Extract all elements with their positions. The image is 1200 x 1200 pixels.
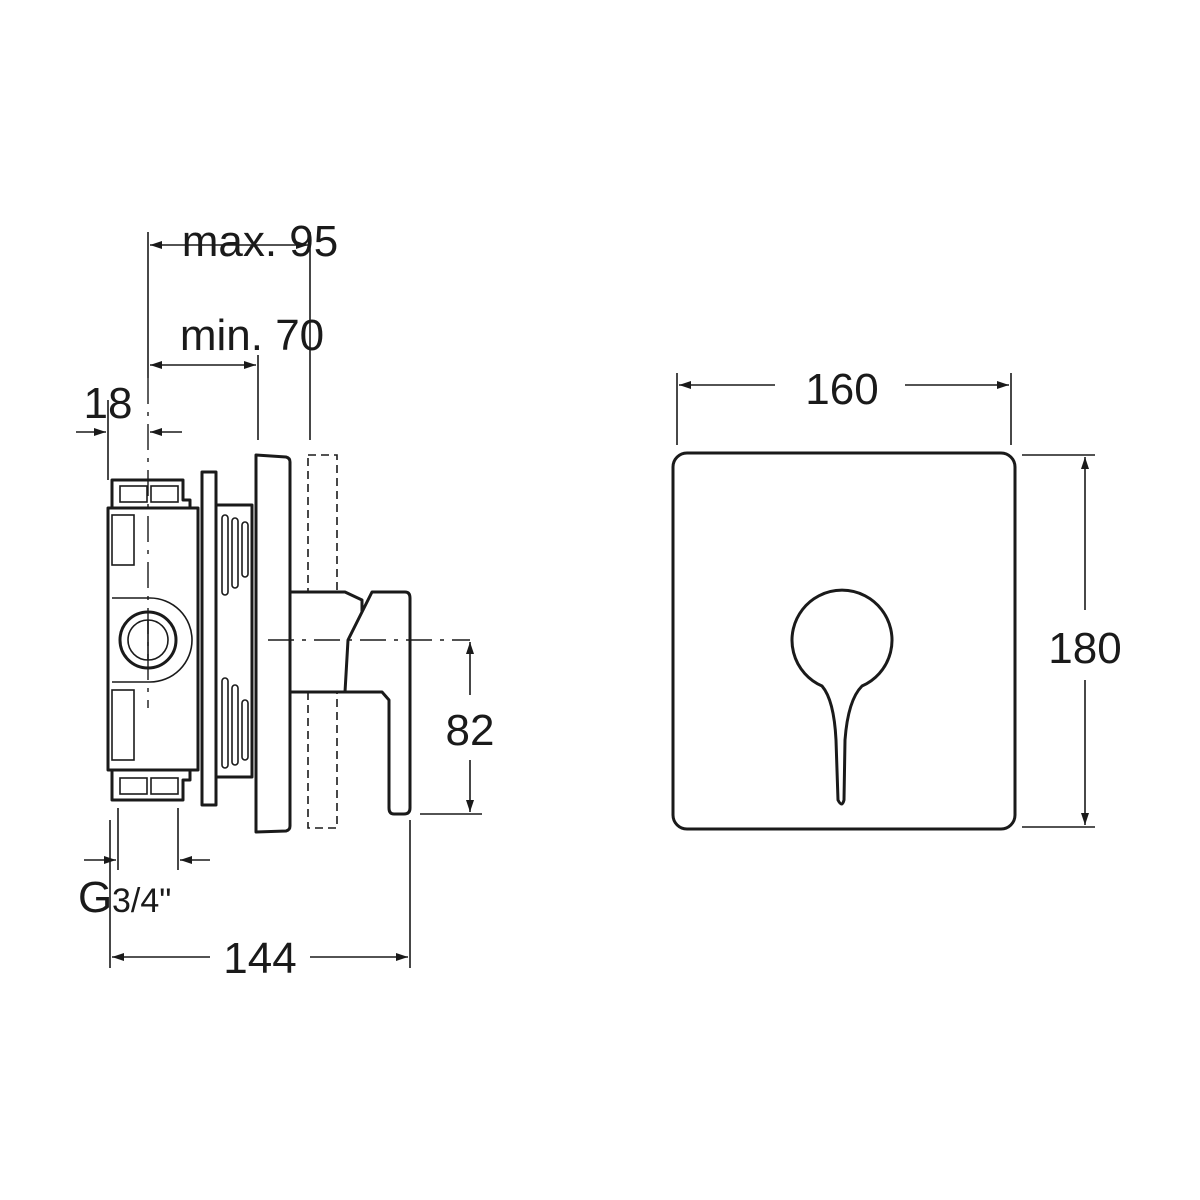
cover-plate-side <box>254 453 292 834</box>
dim-max-95: max. 95 <box>182 217 339 266</box>
dim-thread-g: G <box>78 873 112 922</box>
side-view <box>106 378 470 834</box>
dim-144: 144 <box>223 934 296 983</box>
dim-min-70: min. 70 <box>180 311 324 360</box>
dim-160: 160 <box>805 365 878 414</box>
front-dimensions: 160 180 <box>676 365 1122 828</box>
dim-82: 82 <box>446 706 495 755</box>
dim-thread-fraction: 3/4" <box>112 882 171 920</box>
dim-180: 180 <box>1048 624 1121 673</box>
side-dimensions: max. 95 min. 70 18 G 3/4" 144 82 <box>76 217 494 983</box>
dim-18: 18 <box>84 379 133 428</box>
mounting-flange <box>200 470 254 807</box>
valve-body <box>106 478 200 802</box>
front-view <box>671 451 1017 831</box>
lever-handle <box>343 590 412 816</box>
lever-handle-front <box>790 588 894 806</box>
